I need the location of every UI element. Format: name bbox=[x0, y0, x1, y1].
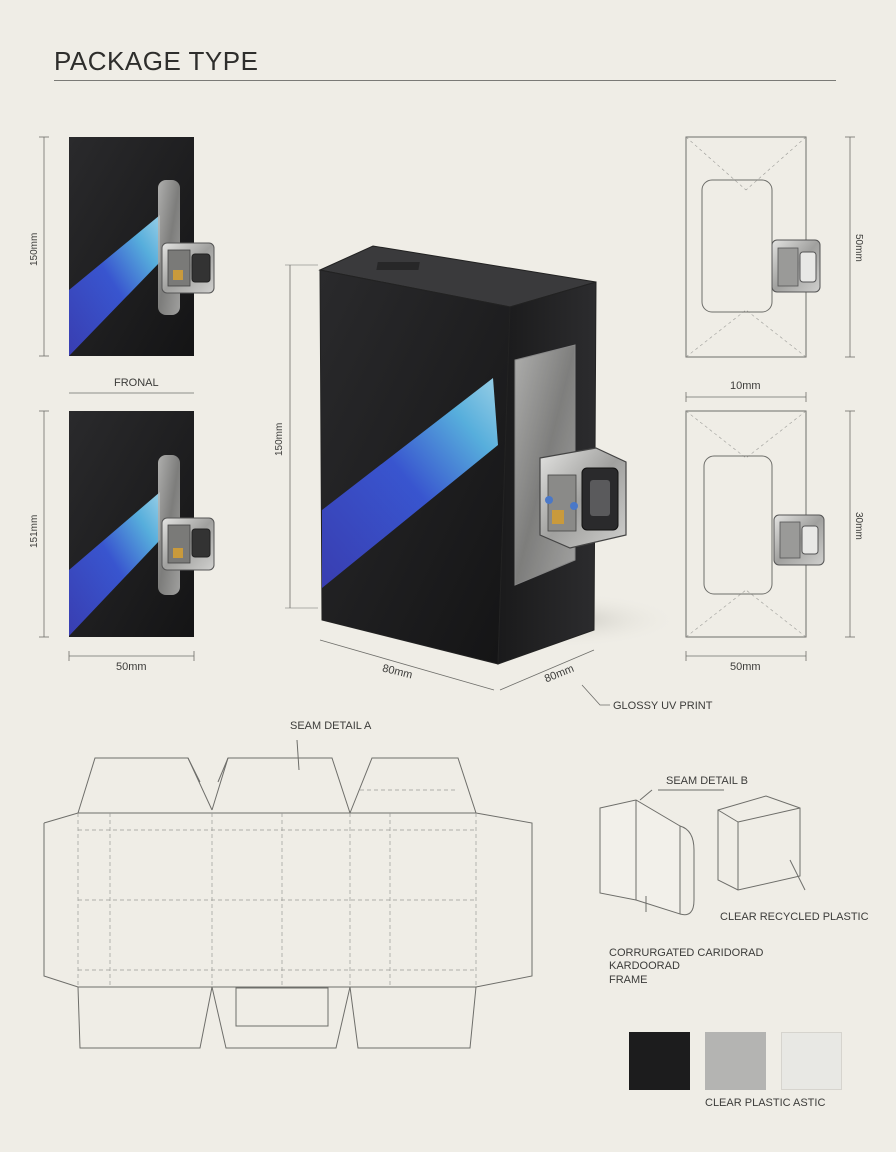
dimension-width-side-bottom: 50mm bbox=[730, 661, 761, 673]
seam-detail-b-title: SEAM DETAIL B bbox=[666, 775, 748, 787]
dimension-height-front-top: 150mm bbox=[29, 232, 40, 266]
camera-icon bbox=[161, 242, 215, 294]
dimension-height-front-bottom: 151mm bbox=[29, 514, 40, 548]
camera-icon bbox=[161, 517, 215, 571]
swatch-label-astic: ASTIC bbox=[793, 1097, 826, 1109]
swatch-label-clear-plastic: CLEAR PLASTIC bbox=[705, 1097, 791, 1109]
glossy-uv-callout: GLOSSY UV PRINT bbox=[613, 700, 713, 712]
title-rule bbox=[54, 80, 836, 81]
camera-icon bbox=[771, 239, 821, 293]
dimension-width-side-middle: 10mm bbox=[730, 380, 761, 392]
page-title: PACKAGE TYPE bbox=[54, 46, 259, 76]
swatch-clear bbox=[781, 1032, 842, 1090]
clear-recycled-plastic-callout: CLEAR RECYCLED PLASTIC bbox=[720, 911, 869, 923]
front-view-top bbox=[39, 136, 215, 394]
side-view-bottom bbox=[685, 410, 855, 661]
dimension-width-front: 50mm bbox=[116, 661, 147, 673]
side-view-top bbox=[685, 136, 855, 402]
swatch-black bbox=[629, 1032, 690, 1090]
camera-icon bbox=[773, 514, 825, 566]
frame-callout-line1: CORRURGATED CARIDORAD bbox=[609, 947, 764, 959]
camera-icon bbox=[539, 447, 627, 549]
dimension-height-main: 150mm bbox=[274, 422, 285, 456]
front-view-label: FRONAL bbox=[114, 377, 159, 389]
main-box-view bbox=[285, 245, 680, 706]
seam-detail-a-callout: SEAM DETAIL A bbox=[290, 720, 372, 732]
frame-callout-line3: FRAME bbox=[609, 974, 648, 986]
swatch-silver bbox=[705, 1032, 766, 1090]
seam-detail-b bbox=[599, 789, 806, 916]
dimension-height-side-top: 50mm bbox=[853, 234, 864, 262]
front-view-bottom bbox=[39, 410, 215, 661]
dimension-height-side-bottom: 30mm bbox=[853, 512, 864, 540]
frame-callout-line2: KARDOORAD bbox=[609, 960, 680, 972]
dieline bbox=[43, 739, 533, 1049]
